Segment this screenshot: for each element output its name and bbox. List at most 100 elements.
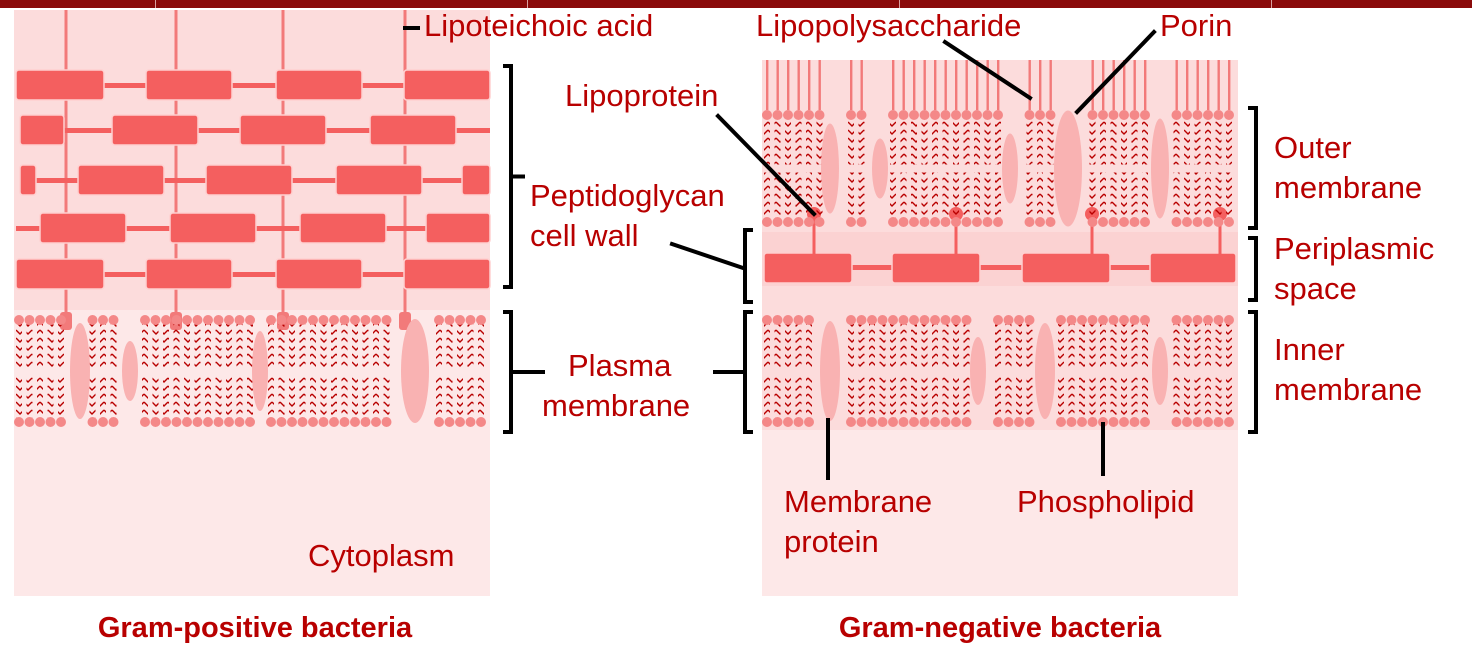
lipid-head — [87, 417, 98, 427]
lipid-head — [856, 315, 867, 325]
lipid-tail — [1215, 324, 1222, 367]
lipid-head — [961, 110, 972, 120]
lipid-tail — [1110, 375, 1117, 418]
lipopolysaccharide-strand — [797, 60, 800, 110]
lipid-head — [1087, 110, 1098, 120]
lipid-head — [1171, 110, 1182, 120]
lipid-tail — [900, 375, 907, 418]
lipid-head — [35, 417, 45, 427]
lipid-tail — [953, 375, 959, 418]
lipid-tail — [858, 375, 865, 418]
lipid-head — [455, 315, 465, 325]
lipopolysaccharide-strand — [944, 60, 947, 110]
lipid-tail — [163, 324, 169, 367]
lipid-tail — [921, 375, 928, 418]
lipid-tail — [268, 375, 274, 418]
lipid-tail — [26, 375, 33, 418]
lipid-head — [150, 417, 161, 427]
lipid-head — [940, 217, 951, 227]
lipopolysaccharide-strand — [860, 60, 863, 110]
lipid-tail — [995, 119, 1001, 165]
lipid-head — [1108, 217, 1119, 227]
lipid-head — [877, 417, 888, 427]
lipid-tail — [1110, 119, 1117, 165]
lipid-head — [1108, 315, 1119, 325]
lipid-head — [339, 417, 350, 427]
lipid-tail — [963, 324, 970, 367]
lipid-tail — [911, 375, 917, 418]
lipopolysaccharide-strand — [1228, 60, 1231, 110]
lipid-tail — [1089, 119, 1096, 165]
lipid-tail — [890, 172, 896, 218]
lipid-tail — [1215, 375, 1222, 418]
lipid-head — [1098, 110, 1108, 120]
label-porin: Porin — [1160, 8, 1233, 43]
lipid-head — [1224, 110, 1234, 120]
lipid-head — [108, 315, 119, 325]
lipid-tail — [1226, 324, 1232, 367]
lipid-head — [444, 417, 455, 427]
lipid-head — [1192, 110, 1203, 120]
lipoteichoic-acid-strand — [64, 10, 68, 320]
lipid-head — [161, 315, 171, 325]
lipid-tail — [942, 172, 949, 218]
lipid-head — [1066, 315, 1077, 325]
lipid-tail — [289, 375, 295, 418]
lipid-head — [350, 315, 360, 325]
lipid-tail — [785, 119, 791, 165]
lipid-head — [476, 417, 486, 427]
lipid-head — [14, 315, 24, 325]
lipid-head — [888, 217, 898, 227]
label-periplasmic-line2: space — [1274, 271, 1357, 306]
lipid-head — [961, 417, 972, 427]
lipid-head — [350, 417, 360, 427]
lipid-head — [287, 315, 297, 325]
lipid-tail — [236, 324, 243, 367]
label-plasma-line2: membrane — [542, 388, 691, 423]
lipid-head — [1182, 217, 1192, 227]
lipid-tail — [467, 375, 474, 418]
lipid-tail — [921, 172, 928, 218]
top-bar-separator — [155, 0, 156, 8]
lipid-head — [919, 315, 930, 325]
lipid-tail — [963, 375, 970, 418]
lipopolysaccharide-strand — [976, 60, 979, 110]
lipopolysaccharide-strand — [1207, 60, 1210, 110]
lipid-head — [1024, 110, 1035, 120]
lipid-tail — [478, 324, 484, 367]
lipid-tail — [995, 172, 1001, 218]
lipopolysaccharide-strand — [1039, 60, 1042, 110]
lipid-head — [1213, 417, 1224, 427]
peptidoglycan-block — [239, 114, 327, 146]
lipid-tail — [848, 119, 854, 165]
lipid-head — [1203, 217, 1213, 227]
lipid-head — [772, 417, 783, 427]
lipid-head — [213, 315, 224, 325]
lipid-tail — [47, 324, 54, 367]
lipid-tail — [362, 324, 369, 367]
lipid-head — [1213, 110, 1224, 120]
lipid-tail — [795, 324, 802, 367]
lipid-tail — [163, 375, 169, 418]
glycan-link — [16, 83, 490, 88]
lipid-head — [444, 315, 455, 325]
lipid-head — [297, 315, 308, 325]
lipid-head — [1119, 315, 1129, 325]
lipid-head — [1066, 417, 1077, 427]
lipid-tail — [795, 119, 802, 165]
lipid-tail — [289, 324, 295, 367]
lipid-tail — [1173, 172, 1180, 218]
membrane-protein — [820, 321, 840, 421]
lipid-head — [940, 417, 951, 427]
lipid-tail — [457, 375, 463, 418]
lipid-head — [930, 315, 940, 325]
lipid-head — [804, 417, 814, 427]
lipid-tail — [373, 375, 379, 418]
lipid-tail — [194, 375, 201, 418]
lipid-head — [867, 417, 877, 427]
lipopolysaccharide-strand — [913, 60, 916, 110]
lipid-tail — [278, 375, 285, 418]
lipid-tail — [1026, 119, 1033, 165]
lipid-tail — [785, 375, 791, 418]
